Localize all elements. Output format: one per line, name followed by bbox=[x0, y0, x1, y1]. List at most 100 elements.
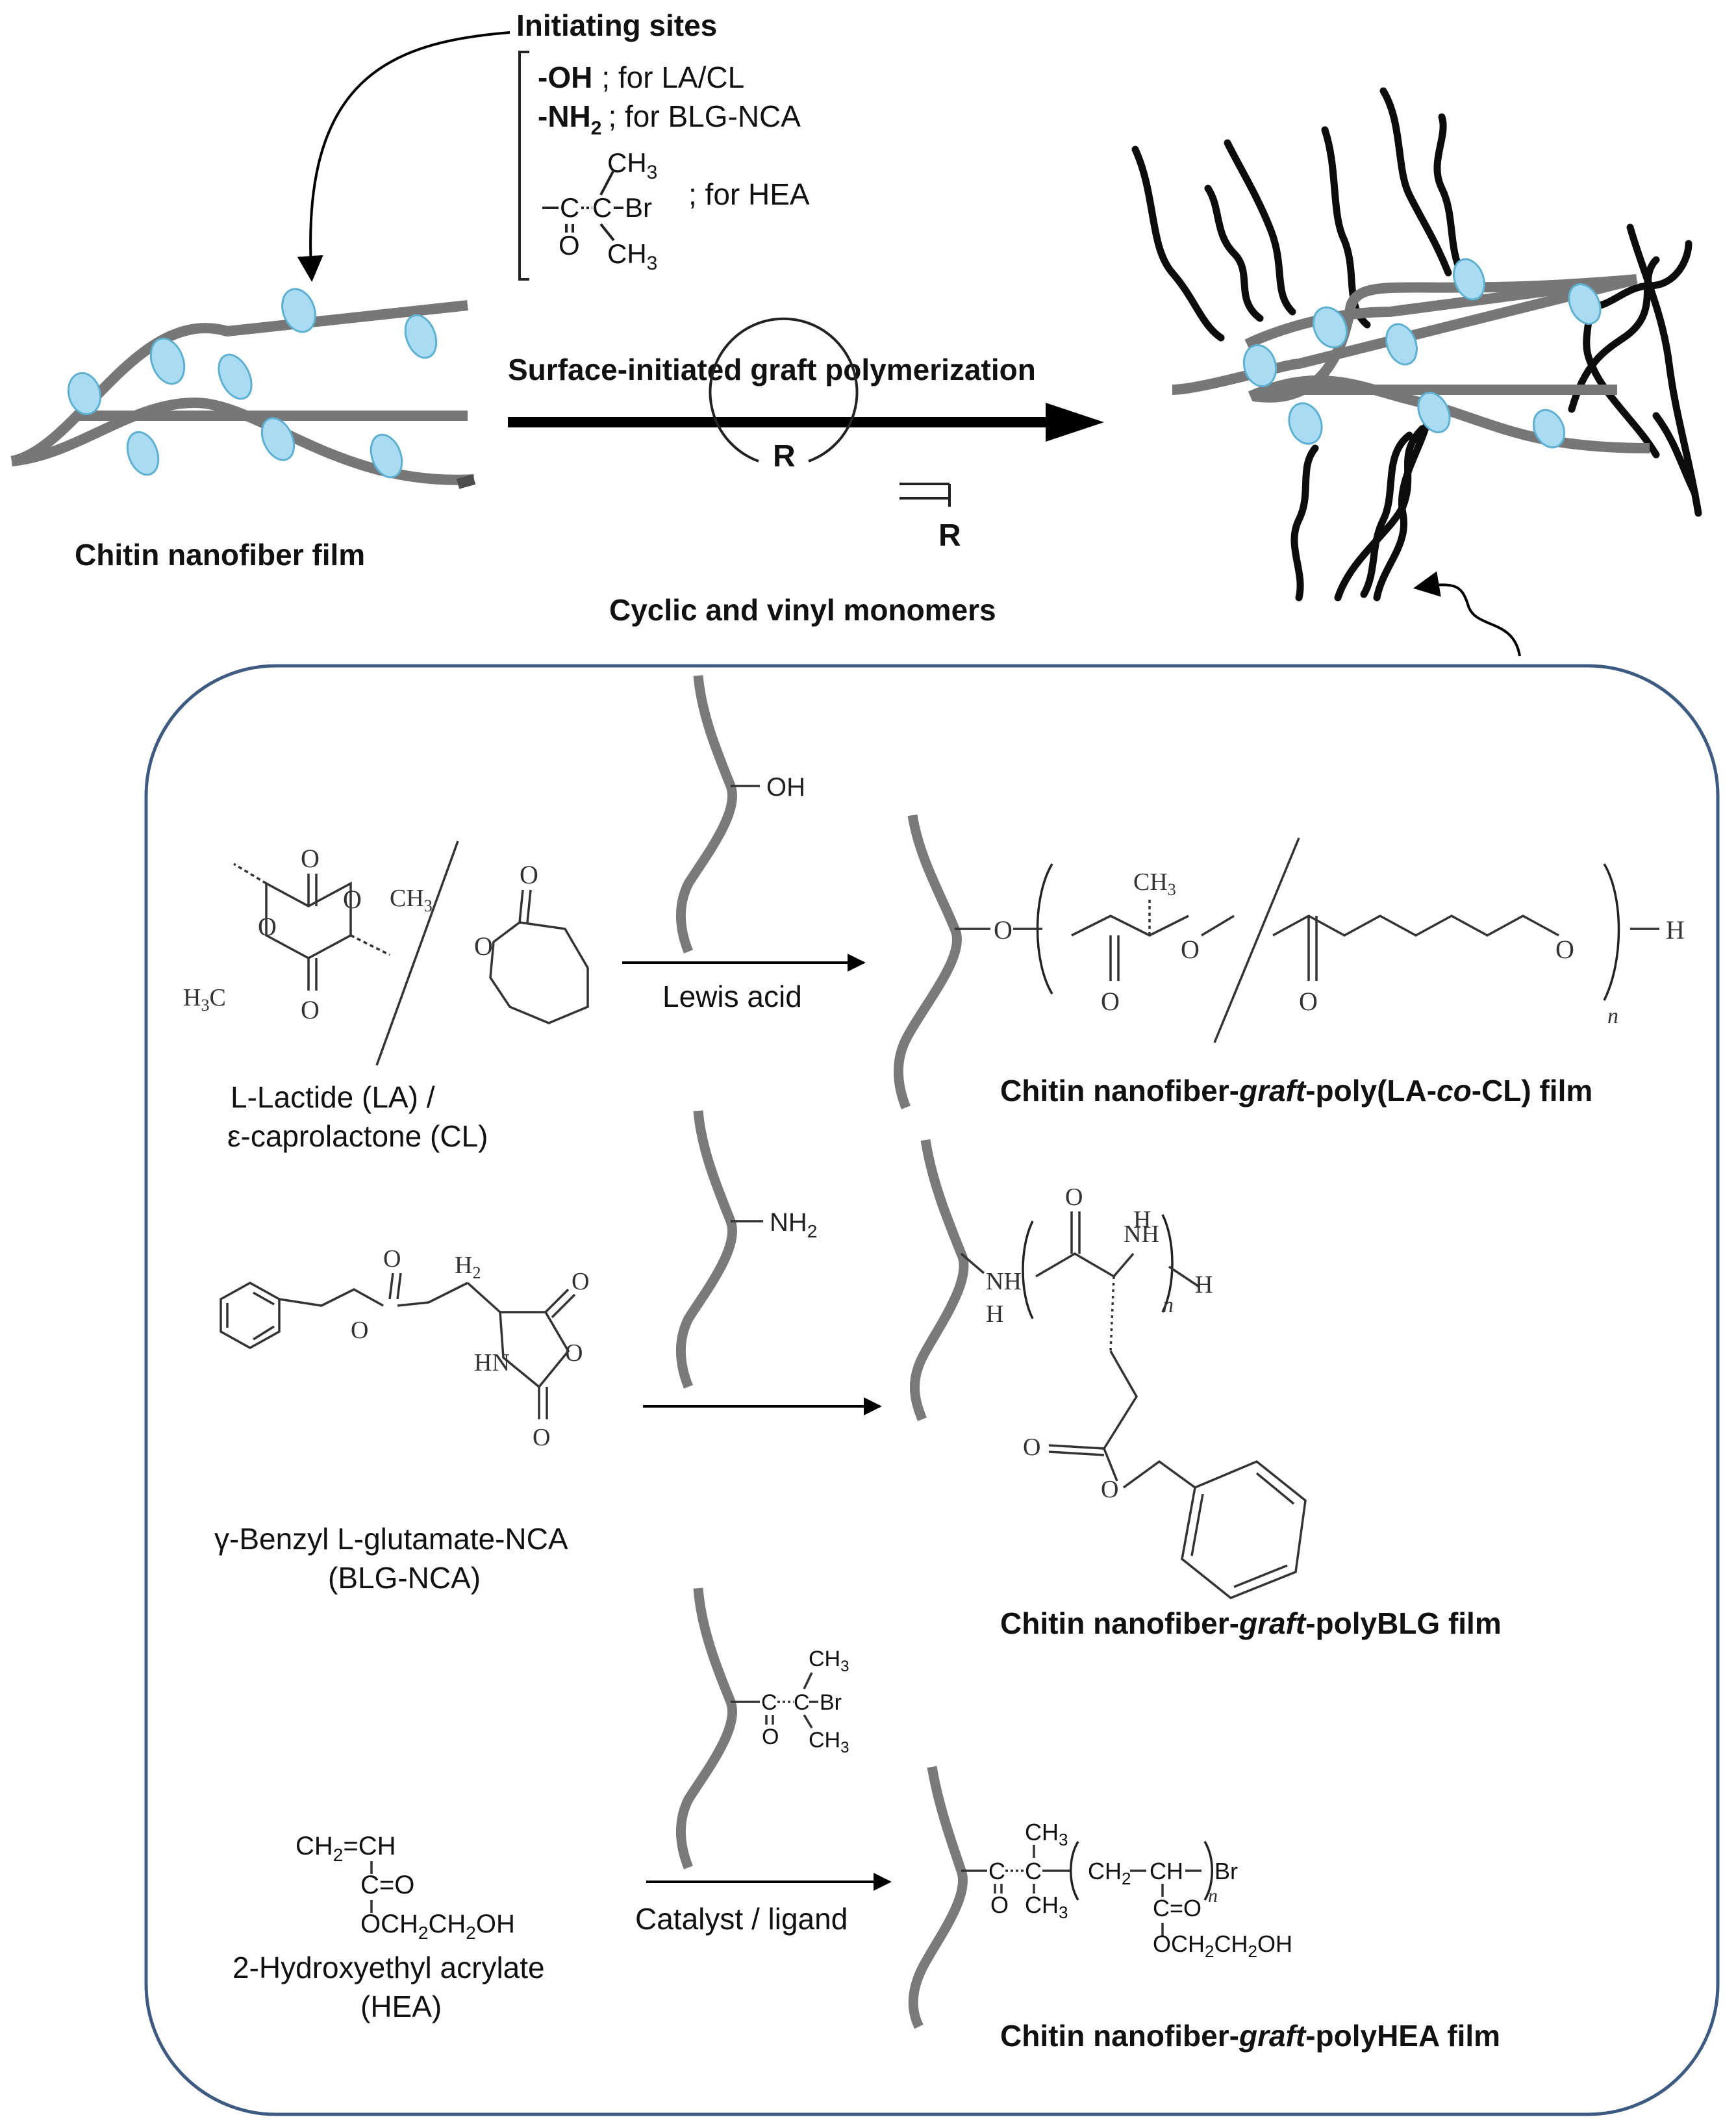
lactide-product-structure: O O CH3 O O O n H bbox=[894, 814, 1685, 1109]
initiating-site bbox=[126, 431, 160, 476]
svg-text:HN: HN bbox=[474, 1349, 510, 1376]
svg-text:O: O bbox=[1023, 1434, 1040, 1461]
svg-text:O: O bbox=[533, 1424, 550, 1451]
cyclic-monomer: R bbox=[709, 317, 859, 474]
bromo-isobutyryl-structure: CH3 C C Br CH3 O bbox=[542, 147, 657, 274]
svg-text:O: O bbox=[301, 844, 320, 873]
nh2-group-label: -NH2; for BLG-NCA bbox=[538, 99, 801, 139]
reaction-panel bbox=[144, 664, 1720, 2116]
svg-text:CH: CH bbox=[1150, 1858, 1183, 1884]
lactide-product-label: Chitin nanofiber-graft-poly(LA-co-CL) fi… bbox=[1000, 1074, 1592, 1108]
svg-text:CH3: CH3 bbox=[390, 885, 433, 915]
hea-site-label: ; for HEA bbox=[688, 177, 810, 211]
svg-text:CH3: CH3 bbox=[1025, 1819, 1068, 1849]
initiating-site bbox=[1453, 258, 1485, 301]
svg-text:CH3: CH3 bbox=[809, 1647, 849, 1675]
svg-text:R: R bbox=[773, 439, 796, 474]
svg-text:Br: Br bbox=[625, 192, 652, 223]
svg-text:O: O bbox=[383, 1245, 401, 1273]
svg-text:O: O bbox=[1101, 987, 1120, 1016]
svg-text:H: H bbox=[1195, 1271, 1213, 1298]
svg-text:n: n bbox=[1208, 1885, 1218, 1906]
initiating-site bbox=[260, 417, 296, 461]
lactide-label-2: ε-caprolactone (CL) bbox=[227, 1119, 488, 1153]
row-hea: CH2=CH C=O OCH2CH2OH 2-Hydroxyethyl acry… bbox=[233, 1588, 1500, 2053]
hea-condition: Catalyst / ligand bbox=[635, 1902, 848, 1936]
chitin-nanofiber-film bbox=[10, 288, 476, 489]
svg-text:O: O bbox=[994, 915, 1013, 944]
svg-text:H: H bbox=[1133, 1206, 1151, 1234]
svg-text:OCH2CH2OH: OCH2CH2OH bbox=[360, 1910, 515, 1943]
blg-product-structure: NH H O NH H n H O O bbox=[910, 1139, 1307, 1600]
initiating-site bbox=[1312, 306, 1348, 349]
svg-text:CH3: CH3 bbox=[607, 147, 657, 183]
svg-text:O: O bbox=[1065, 1184, 1083, 1211]
svg-text:C: C bbox=[1025, 1858, 1042, 1884]
grafted-nanofiber-film bbox=[1131, 87, 1702, 602]
row-lactide: O O O O CH3 H3C O O L-Lactide (LA) / ε-c… bbox=[183, 675, 1685, 1153]
initiating-site bbox=[370, 433, 403, 479]
reaction-label: Surface-initiated graft polymerization bbox=[508, 353, 1036, 386]
initiating-site bbox=[1568, 283, 1602, 325]
hea-product-label: Chitin nanofiber-graft-polyHEA film bbox=[1000, 2019, 1500, 2053]
hea-initiator-group: C C Br CH3 CH3 O bbox=[731, 1647, 849, 1756]
svg-text:CH3: CH3 bbox=[809, 1728, 849, 1756]
lactide-condition: Lewis acid bbox=[662, 980, 802, 1013]
blg-label-2: (BLG-NCA) bbox=[328, 1561, 481, 1595]
panel-pointer-arrow bbox=[1413, 571, 1521, 657]
hea-label-2: (HEA) bbox=[360, 1990, 442, 2023]
svg-text:n: n bbox=[1607, 1004, 1618, 1028]
svg-text:C: C bbox=[761, 1690, 777, 1715]
initiating-site bbox=[1417, 392, 1451, 433]
svg-text:C=O: C=O bbox=[360, 1871, 414, 1899]
svg-text:O: O bbox=[474, 931, 493, 961]
svg-text:CH3: CH3 bbox=[1133, 868, 1176, 899]
svg-text:C: C bbox=[794, 1690, 810, 1715]
svg-text:O: O bbox=[559, 230, 580, 260]
svg-text:O: O bbox=[572, 1268, 589, 1295]
svg-text:O: O bbox=[1299, 987, 1318, 1016]
svg-text:O: O bbox=[565, 1339, 583, 1367]
hea-label-1: 2-Hydroxyethyl acrylate bbox=[233, 1951, 545, 1984]
svg-text:O: O bbox=[343, 885, 362, 914]
svg-text:H: H bbox=[1666, 915, 1685, 944]
svg-text:CH2: CH2 bbox=[1088, 1858, 1131, 1888]
svg-text:O: O bbox=[1101, 1476, 1118, 1503]
svg-text:C=O: C=O bbox=[1153, 1895, 1201, 1921]
hea-product-structure: C C O CH3 CH3 CH2 CH n Br C=O bbox=[908, 1766, 1292, 2029]
svg-text:O: O bbox=[301, 995, 320, 1024]
blg-product-label: Chitin nanofiber-graft-polyBLG film bbox=[1000, 1606, 1502, 1640]
lactide-label-1: L-Lactide (LA) / bbox=[231, 1080, 435, 1114]
svg-text:R: R bbox=[938, 518, 961, 553]
vinyl-monomer: R bbox=[899, 483, 961, 553]
svg-text:H2: H2 bbox=[455, 1252, 481, 1282]
svg-text:n: n bbox=[1163, 1293, 1174, 1317]
lactide-structure: O O O O CH3 H3C bbox=[183, 844, 433, 1024]
initiating-site bbox=[218, 353, 253, 400]
site-pointer-arrow bbox=[297, 31, 510, 282]
svg-text:C: C bbox=[988, 1858, 1005, 1884]
svg-text:NH2: NH2 bbox=[770, 1208, 817, 1241]
svg-text:H3C: H3C bbox=[183, 984, 226, 1015]
main-reaction-arrow bbox=[508, 403, 1104, 442]
svg-text:C: C bbox=[560, 192, 579, 223]
row-blg-nca: O O H2 O O HN O γ-Benzyl L-glutamate-NCA… bbox=[214, 1110, 1502, 1640]
blg-nca-structure: O O H2 O O HN O bbox=[220, 1245, 589, 1451]
svg-text:Br: Br bbox=[1214, 1858, 1238, 1884]
svg-text:OH: OH bbox=[766, 773, 805, 802]
hea-structure: CH2=CH C=O OCH2CH2OH bbox=[296, 1832, 515, 1943]
initiating-sites-title: Initiating sites bbox=[516, 8, 717, 42]
caprolactone-structure: O O bbox=[474, 860, 589, 1024]
initiating-site bbox=[404, 314, 438, 359]
blg-label-1: γ-Benzyl L-glutamate-NCA bbox=[214, 1522, 568, 1556]
svg-text:NH: NH bbox=[1124, 1221, 1159, 1248]
initiating-sites-legend: Initiating sites -OH; for LA/CL -NH2; fo… bbox=[516, 8, 810, 281]
svg-text:C: C bbox=[592, 192, 612, 223]
monomers-label: Cyclic and vinyl monomers bbox=[609, 593, 996, 627]
svg-text:H: H bbox=[986, 1300, 1003, 1328]
initiating-site bbox=[1532, 409, 1566, 449]
svg-text:O: O bbox=[1181, 935, 1200, 964]
svg-text:O: O bbox=[990, 1892, 1009, 1918]
initiating-site bbox=[1242, 344, 1277, 388]
initiating-site bbox=[1288, 402, 1323, 445]
